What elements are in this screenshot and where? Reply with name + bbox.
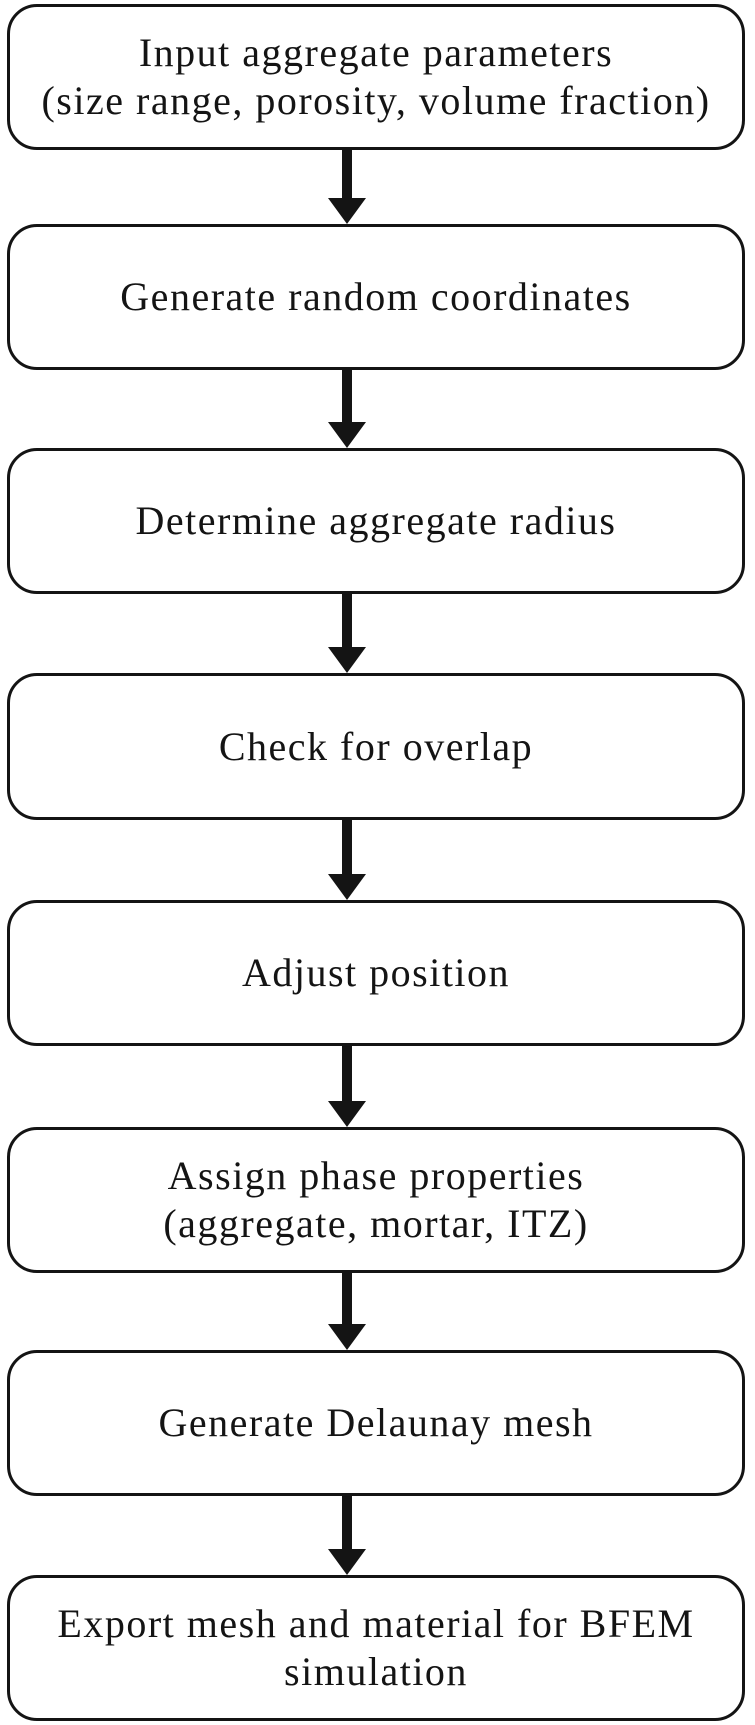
flow-step-label: Assign phase properties	[167, 1153, 585, 1198]
arrow-head	[328, 1324, 366, 1350]
arrow-head	[328, 647, 366, 673]
arrow-head	[328, 874, 366, 900]
flow-step-label: Generate Delaunay mesh	[158, 1400, 594, 1445]
arrow-head	[328, 422, 366, 448]
flow-step-input-aggregate-parameters: Input aggregate parameters (size range, …	[7, 4, 745, 150]
arrow-stem	[342, 820, 352, 874]
flow-step-export-mesh-for-bfem: Export mesh and material for BFEM simula…	[7, 1575, 745, 1721]
arrow-stem	[342, 594, 352, 647]
flow-step-label: Generate random coordinates	[120, 274, 632, 319]
arrow-head	[328, 1101, 366, 1127]
flow-step-label: (size range, porosity, volume fraction)	[41, 78, 711, 123]
down-arrow-icon	[328, 1273, 366, 1350]
down-arrow-icon	[328, 1046, 366, 1127]
down-arrow-icon	[328, 1496, 366, 1575]
flow-step-label: Adjust position	[241, 950, 511, 995]
down-arrow-icon	[328, 820, 366, 900]
flow-step-adjust-position: Adjust position	[7, 900, 745, 1046]
down-arrow-icon	[328, 594, 366, 673]
arrow-stem	[342, 1046, 352, 1101]
arrow-head	[328, 198, 366, 224]
flow-step-generate-delaunay-mesh: Generate Delaunay mesh	[7, 1350, 745, 1496]
down-arrow-icon	[328, 150, 366, 224]
flow-step-label: (aggregate, mortar, ITZ)	[163, 1201, 589, 1246]
arrow-stem	[342, 150, 352, 198]
flow-step-label: Determine aggregate radius	[135, 498, 617, 543]
flow-step-label: Check for overlap	[218, 723, 534, 769]
arrow-head	[328, 1549, 366, 1575]
flow-step-check-for-overlap: Check for overlap	[7, 673, 745, 820]
arrow-stem	[342, 370, 352, 422]
arrow-stem	[342, 1496, 352, 1549]
flow-step-assign-phase-properties: Assign phase properties (aggregate, mort…	[7, 1127, 745, 1273]
flow-step-label: Input aggregate parameters	[138, 30, 614, 75]
arrow-stem	[342, 1273, 352, 1324]
flow-step-label: Export mesh and material for BFEM	[57, 1601, 695, 1646]
flow-step-generate-random-coordinates: Generate random coordinates	[7, 224, 745, 370]
flow-step-label: simulation	[284, 1649, 468, 1694]
flow-step-determine-aggregate-radius: Determine aggregate radius	[7, 448, 745, 594]
down-arrow-icon	[328, 370, 366, 448]
